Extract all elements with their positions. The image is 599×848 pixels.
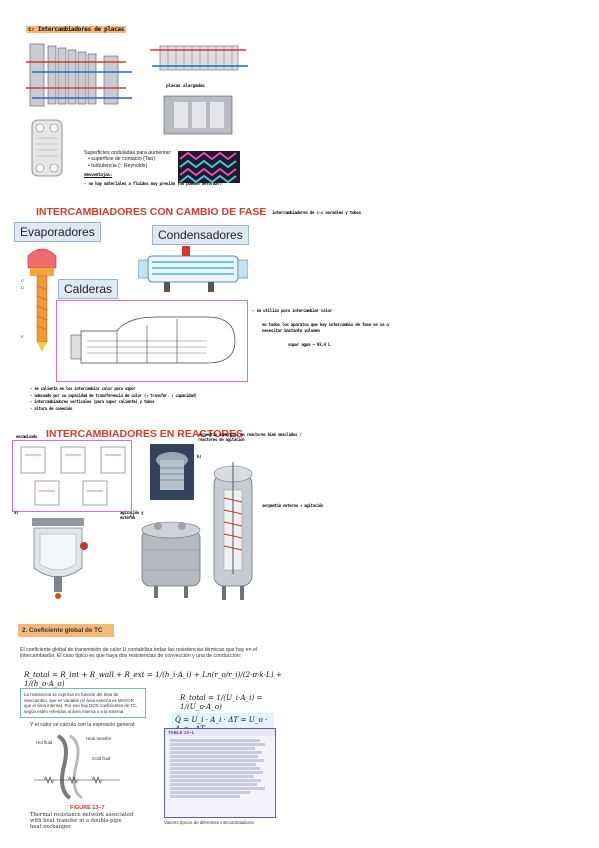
section1-heading: c: Intercambiadores de placas <box>26 26 127 33</box>
total-resistance-equation: R_total = 1/(U_i·A_i) = 1/(U_o·A_o) <box>180 693 263 711</box>
fig-cold-fluid-label: Cold fluid <box>92 756 111 761</box>
plate-flow-figure <box>150 45 248 71</box>
reactor-vessel-photo <box>150 444 194 500</box>
notes-text: - no hay materiales a fluidos muy presió… <box>84 181 222 186</box>
table-title: TABLE 13–1 <box>165 729 275 736</box>
global-coefficient-paragraph: El coeficiente global de transmisión de … <box>20 647 258 660</box>
svg-text:D: D <box>21 285 24 290</box>
table-caption: Valores típicos de diferentes intercambi… <box>164 820 254 825</box>
placas-label: placas alargadas <box>166 84 205 89</box>
thermal-resistance-network-figure <box>34 734 120 800</box>
table-row <box>170 763 256 766</box>
kettle-reboiler-figure <box>70 316 236 364</box>
phase-change-title: INTERCAMBIADORES CON CAMBIO DE FASE <box>36 206 267 218</box>
heat-expression-line: Y el calor se calcula con la expresión g… <box>30 722 136 728</box>
reactor-note-c: serpentín externo + agitación <box>262 503 324 508</box>
plate-pack-photo <box>163 95 233 135</box>
resistance-equation: R_total = R_int + R_wall + R_ext = 1/(h_… <box>24 670 282 688</box>
reactor-cutaway-figure <box>213 462 253 600</box>
typical-u-values-table: TABLE 13–1 <box>164 728 276 818</box>
phase-bullet: - se calienta en los intercambiar calor … <box>30 386 136 391</box>
table-row <box>170 767 260 770</box>
reactor-note-b: serpentín sumergido en reactores bien me… <box>198 432 302 443</box>
single-plate-figure <box>31 119 63 177</box>
table-row <box>170 755 258 758</box>
condenser-figure <box>138 246 248 292</box>
table-row <box>170 795 240 798</box>
table-row <box>170 747 255 750</box>
evaporator-column-figure: CD E <box>21 248 57 352</box>
plate-exchanger-exploded-figure <box>26 43 132 107</box>
plate-text-line: Superficies onduladas para aumentar: <box>84 150 172 156</box>
calderas-label: Calderas <box>58 279 119 299</box>
global-coefficient-heading: 2. Coeficiente global de TC <box>18 624 114 637</box>
condensadores-label: Condensadores <box>152 225 249 245</box>
steel-reactor-photo <box>141 521 201 598</box>
glass-reactor-photo <box>32 518 88 599</box>
table-row <box>170 743 265 746</box>
plate-text-line: • superficie de contacto (Tao) <box>88 156 155 163</box>
table-row <box>170 739 260 742</box>
plate-text-block: Superficies onduladas para aumentar: • s… <box>84 150 184 169</box>
table-rows <box>165 736 275 801</box>
reactor-label-b: b) <box>197 454 202 459</box>
corrugated-plates-figure <box>178 151 240 183</box>
evaporadores-label: Evaporadores <box>14 222 101 242</box>
table-row <box>170 779 261 782</box>
phase-bullet: - adecuado por su capacidad de transfere… <box>30 392 197 398</box>
reactor-schemes-figure <box>20 446 126 506</box>
table-row <box>170 783 257 786</box>
notes-label: desventajas: <box>84 173 113 178</box>
phase-bullet: - intercambiadores verticales (para vapo… <box>30 399 155 404</box>
boiler-figure-frame <box>56 300 248 382</box>
phase-note-right-3: vapor agua → 93,4 L <box>288 342 331 347</box>
reactor-label-a: a) <box>14 510 19 515</box>
fig-heat-transfer-label: Heat transfer <box>86 736 112 741</box>
table-row <box>170 791 250 794</box>
phase-bullets: - se calienta en los intercambiar calor … <box>30 386 250 412</box>
reactor-label-c: c) <box>130 513 135 518</box>
fig-hot-fluid-label: Hot fluid <box>36 740 53 745</box>
reactor-note-a: encamisado <box>16 434 38 439</box>
table-row <box>170 775 254 778</box>
resistance-note-box: La resistencia se expresa en función del… <box>20 688 146 719</box>
table-row <box>170 751 262 754</box>
reactors-title: INTERCAMBIADORES EN REACTORES <box>46 428 243 440</box>
table-row <box>170 771 263 774</box>
phase-note-right-2: en todos los aparatos que hay intercambi… <box>262 322 389 333</box>
phase-note-right-1: - se utiliza para intercambiar calor <box>252 308 332 313</box>
plate-text-line: • turbulencia (↑ Reynolds) <box>88 162 148 169</box>
svg-text:C: C <box>21 278 24 283</box>
reactor-schemes-frame <box>12 440 132 512</box>
svg-text:E: E <box>21 334 24 339</box>
phase-bullet: - altura de conexión <box>30 405 73 411</box>
figure-caption: Thermal resistance network associated wi… <box>30 812 134 830</box>
table-row <box>170 787 265 790</box>
table-row <box>170 759 264 762</box>
phase-note-top: intercambiadores de c-c normales y tubos <box>272 210 361 215</box>
figure-caption-title: FIGURE 13–7 <box>70 805 105 811</box>
reactor-note-d: agitación y externa <box>120 510 144 521</box>
